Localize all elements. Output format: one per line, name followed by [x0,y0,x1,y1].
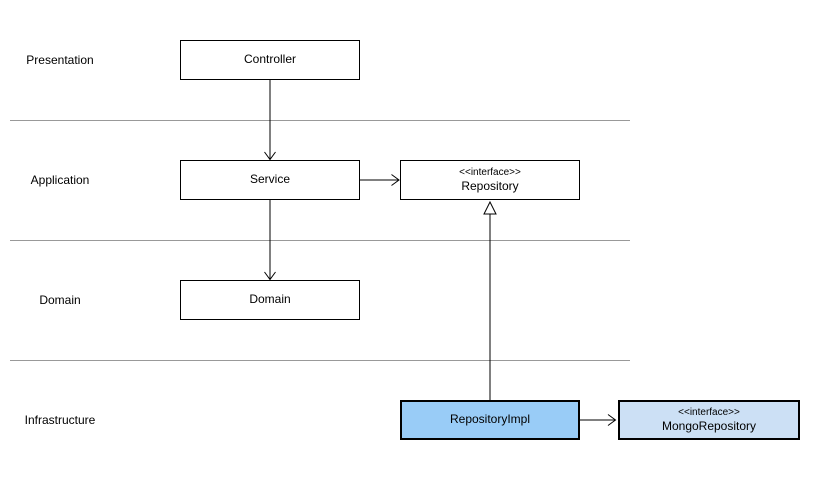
node-mongorepository-stereotype: <<interface>> [678,406,740,418]
layer-label-presentation: Presentation [26,53,94,67]
arrow-repositoryimpl-realizes-repository [483,200,497,400]
arrow-service-to-repository [360,174,400,186]
layer-label-domain: Domain [39,293,81,307]
node-mongorepository-label: MongoRepository [661,418,757,433]
layer-label-application: Application [30,173,90,187]
node-controller: Controller [180,40,360,80]
layer-divider-2 [10,240,630,241]
node-service: Service [180,160,360,200]
arrow-repositoryimpl-to-mongorepository [580,414,617,426]
node-domain: Domain [180,280,360,320]
node-repository-interface: <<interface>> Repository [400,160,580,200]
node-service-label: Service [249,172,290,187]
layer-divider-1 [10,120,630,121]
node-controller-label: Controller [243,52,297,67]
node-repositoryimpl: RepositoryImpl [400,400,580,440]
node-repository-label: Repository [461,178,519,193]
node-domain-label: Domain [249,292,291,307]
node-repository-stereotype: <<interface>> [459,166,521,178]
node-repositoryimpl-label: RepositoryImpl [449,412,531,427]
layer-label-infrastructure: Infrastructure [24,413,96,427]
node-mongorepository-interface: <<interface>> MongoRepository [618,400,800,440]
layer-divider-3 [10,360,630,361]
